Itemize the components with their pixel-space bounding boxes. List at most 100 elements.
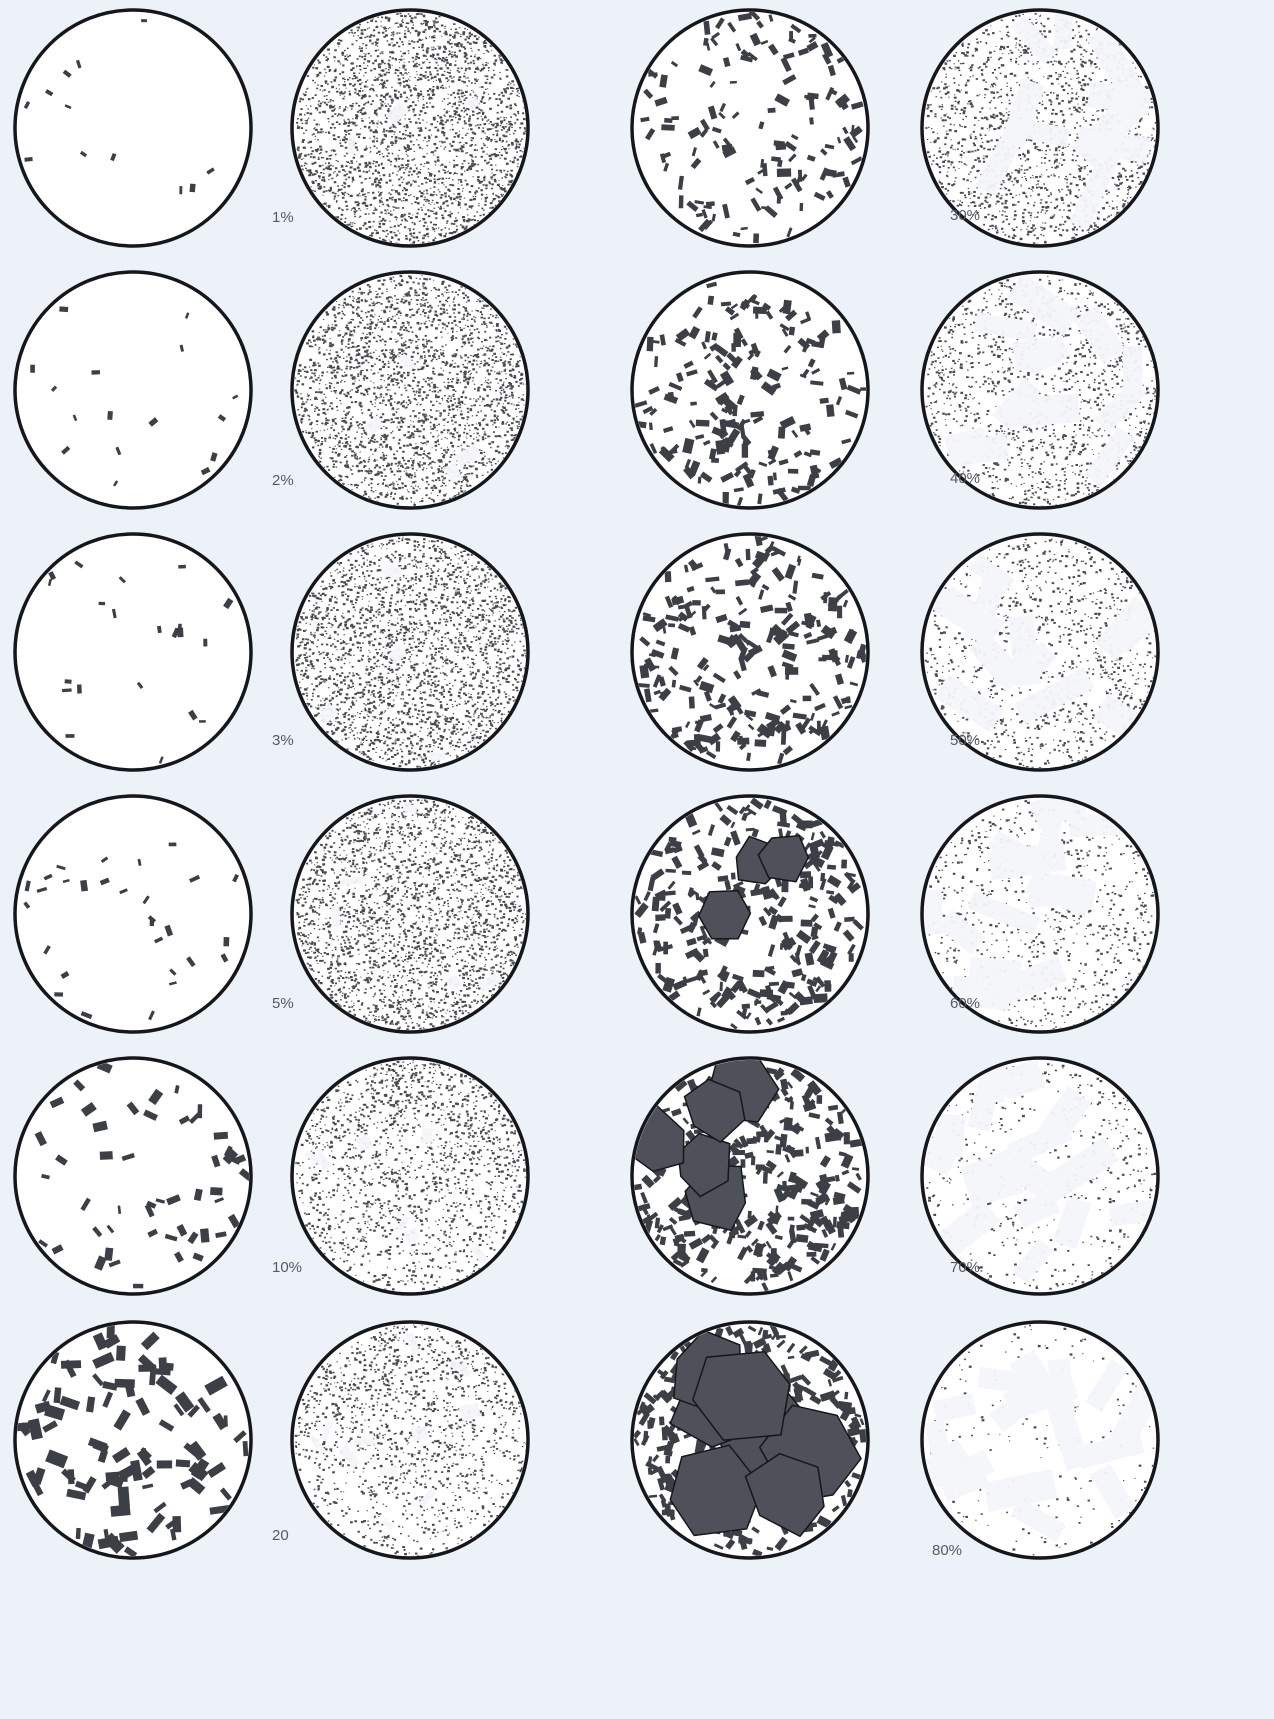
crystal-grain — [777, 168, 791, 177]
percentage-label: 30% — [950, 207, 980, 224]
percentage-label: 70% — [950, 1259, 980, 1276]
crystal-grain — [100, 1151, 113, 1160]
crystal-grain — [198, 1104, 203, 1118]
crystal-grain — [775, 608, 788, 614]
crystal-grain — [689, 696, 695, 708]
crystal-grain — [813, 993, 827, 1003]
crystal-grain — [150, 919, 155, 926]
crystal-grain — [775, 143, 786, 150]
crystal-grain — [692, 600, 701, 605]
crystal-circle — [15, 796, 251, 1032]
crystal-grain — [223, 937, 229, 946]
crystal-grain — [76, 1528, 81, 1539]
crystal-grain — [647, 1420, 652, 1429]
crystal-grain — [210, 1187, 223, 1195]
crystal-grain — [682, 871, 692, 876]
crystal-grain — [742, 1004, 751, 1010]
light-crystal — [421, 1128, 432, 1144]
crystal-grain — [781, 731, 786, 745]
crystal-grain — [838, 1227, 845, 1237]
crystal-circle — [15, 272, 251, 508]
crystal-grain — [817, 1095, 823, 1104]
crystal-grain — [779, 1335, 786, 1339]
crystal-grain — [789, 327, 795, 336]
crystal-grain — [778, 427, 786, 439]
percentage-label: 5% — [272, 995, 294, 1012]
crystal-grain — [849, 953, 854, 962]
crystal-grain — [679, 195, 684, 208]
crystal-grain — [711, 458, 719, 463]
light-crystal — [1012, 337, 1057, 372]
crystal-grain — [659, 1417, 665, 1426]
crystal-grain — [665, 1456, 670, 1464]
crystal-grain — [753, 233, 759, 243]
crystal-circle — [632, 1322, 868, 1558]
panel-7: 30% — [632, 7, 1158, 246]
panel-3: 3% — [15, 534, 528, 770]
crystal-grain — [801, 920, 813, 927]
panel-5: 10% — [15, 1058, 528, 1294]
crystal-grain — [793, 1149, 804, 1157]
crystal-grain — [706, 201, 715, 206]
crystal-grain — [799, 996, 813, 1005]
crystal-grain — [785, 673, 789, 680]
crystal-grain — [24, 157, 32, 162]
crystal-grain — [118, 1487, 130, 1508]
crystal-grain — [190, 184, 196, 193]
panel-8: 40% — [632, 272, 1158, 508]
panel-12: 80% — [632, 1322, 1168, 1559]
percentage-label: 40% — [950, 470, 980, 487]
crystal-grain — [648, 1468, 652, 1475]
crystal-grain — [788, 1217, 795, 1221]
crystal-grain — [800, 203, 804, 211]
percentage-label: 20 — [272, 1527, 289, 1544]
crystal-grain — [748, 1211, 752, 1219]
crystal-circle — [15, 1058, 253, 1294]
light-crystal — [411, 1426, 428, 1442]
crystal-grain — [803, 696, 812, 702]
groundmass-circle — [917, 1322, 1168, 1558]
crystal-grain — [806, 1147, 810, 1154]
percentage-label: 60% — [950, 995, 980, 1012]
crystal-circle — [632, 531, 868, 770]
crystal-grain — [172, 1516, 181, 1532]
light-crystal — [347, 136, 355, 153]
panel-2: 2% — [15, 272, 528, 508]
crystal-grain — [176, 1459, 191, 1467]
crystal-grain — [671, 116, 679, 120]
crystal-circle — [10, 1322, 251, 1558]
crystal-grain — [698, 477, 702, 484]
crystal-grain — [844, 917, 855, 922]
crystal-grain — [157, 1460, 172, 1468]
crystal-grain — [77, 684, 82, 693]
crystal-grain — [690, 402, 697, 406]
crystal-grain — [775, 1144, 782, 1155]
crystal-grain — [823, 592, 827, 603]
crystal-grain — [742, 444, 748, 458]
light-crystal — [935, 1113, 966, 1157]
crystal-grain — [655, 914, 665, 921]
crystal-grain — [178, 624, 182, 631]
percentage-label: 1% — [272, 209, 294, 226]
crystal-circle — [629, 1051, 868, 1294]
crystal-grain — [66, 734, 75, 738]
crystal-grain — [746, 549, 751, 560]
crystal-grain — [644, 664, 652, 668]
crystal-grain — [684, 1231, 695, 1237]
crystal-grain — [753, 970, 765, 977]
crystal-grain — [732, 1150, 745, 1155]
crystal-grain — [214, 1132, 229, 1140]
crystal-grain — [844, 1132, 850, 1144]
groundmass-circle — [292, 1058, 528, 1294]
crystal-grain — [677, 1244, 686, 1258]
crystal-grain — [178, 565, 186, 569]
percentage-label: 80% — [932, 1542, 962, 1559]
panel-9: 50% — [632, 531, 1163, 770]
crystal-grain — [720, 982, 723, 991]
crystal-grain — [833, 1217, 837, 1228]
crystal-grain — [845, 1407, 856, 1415]
crystal-grain — [116, 1346, 126, 1361]
crystal-grain — [661, 124, 675, 131]
crystal-grain — [847, 372, 854, 375]
